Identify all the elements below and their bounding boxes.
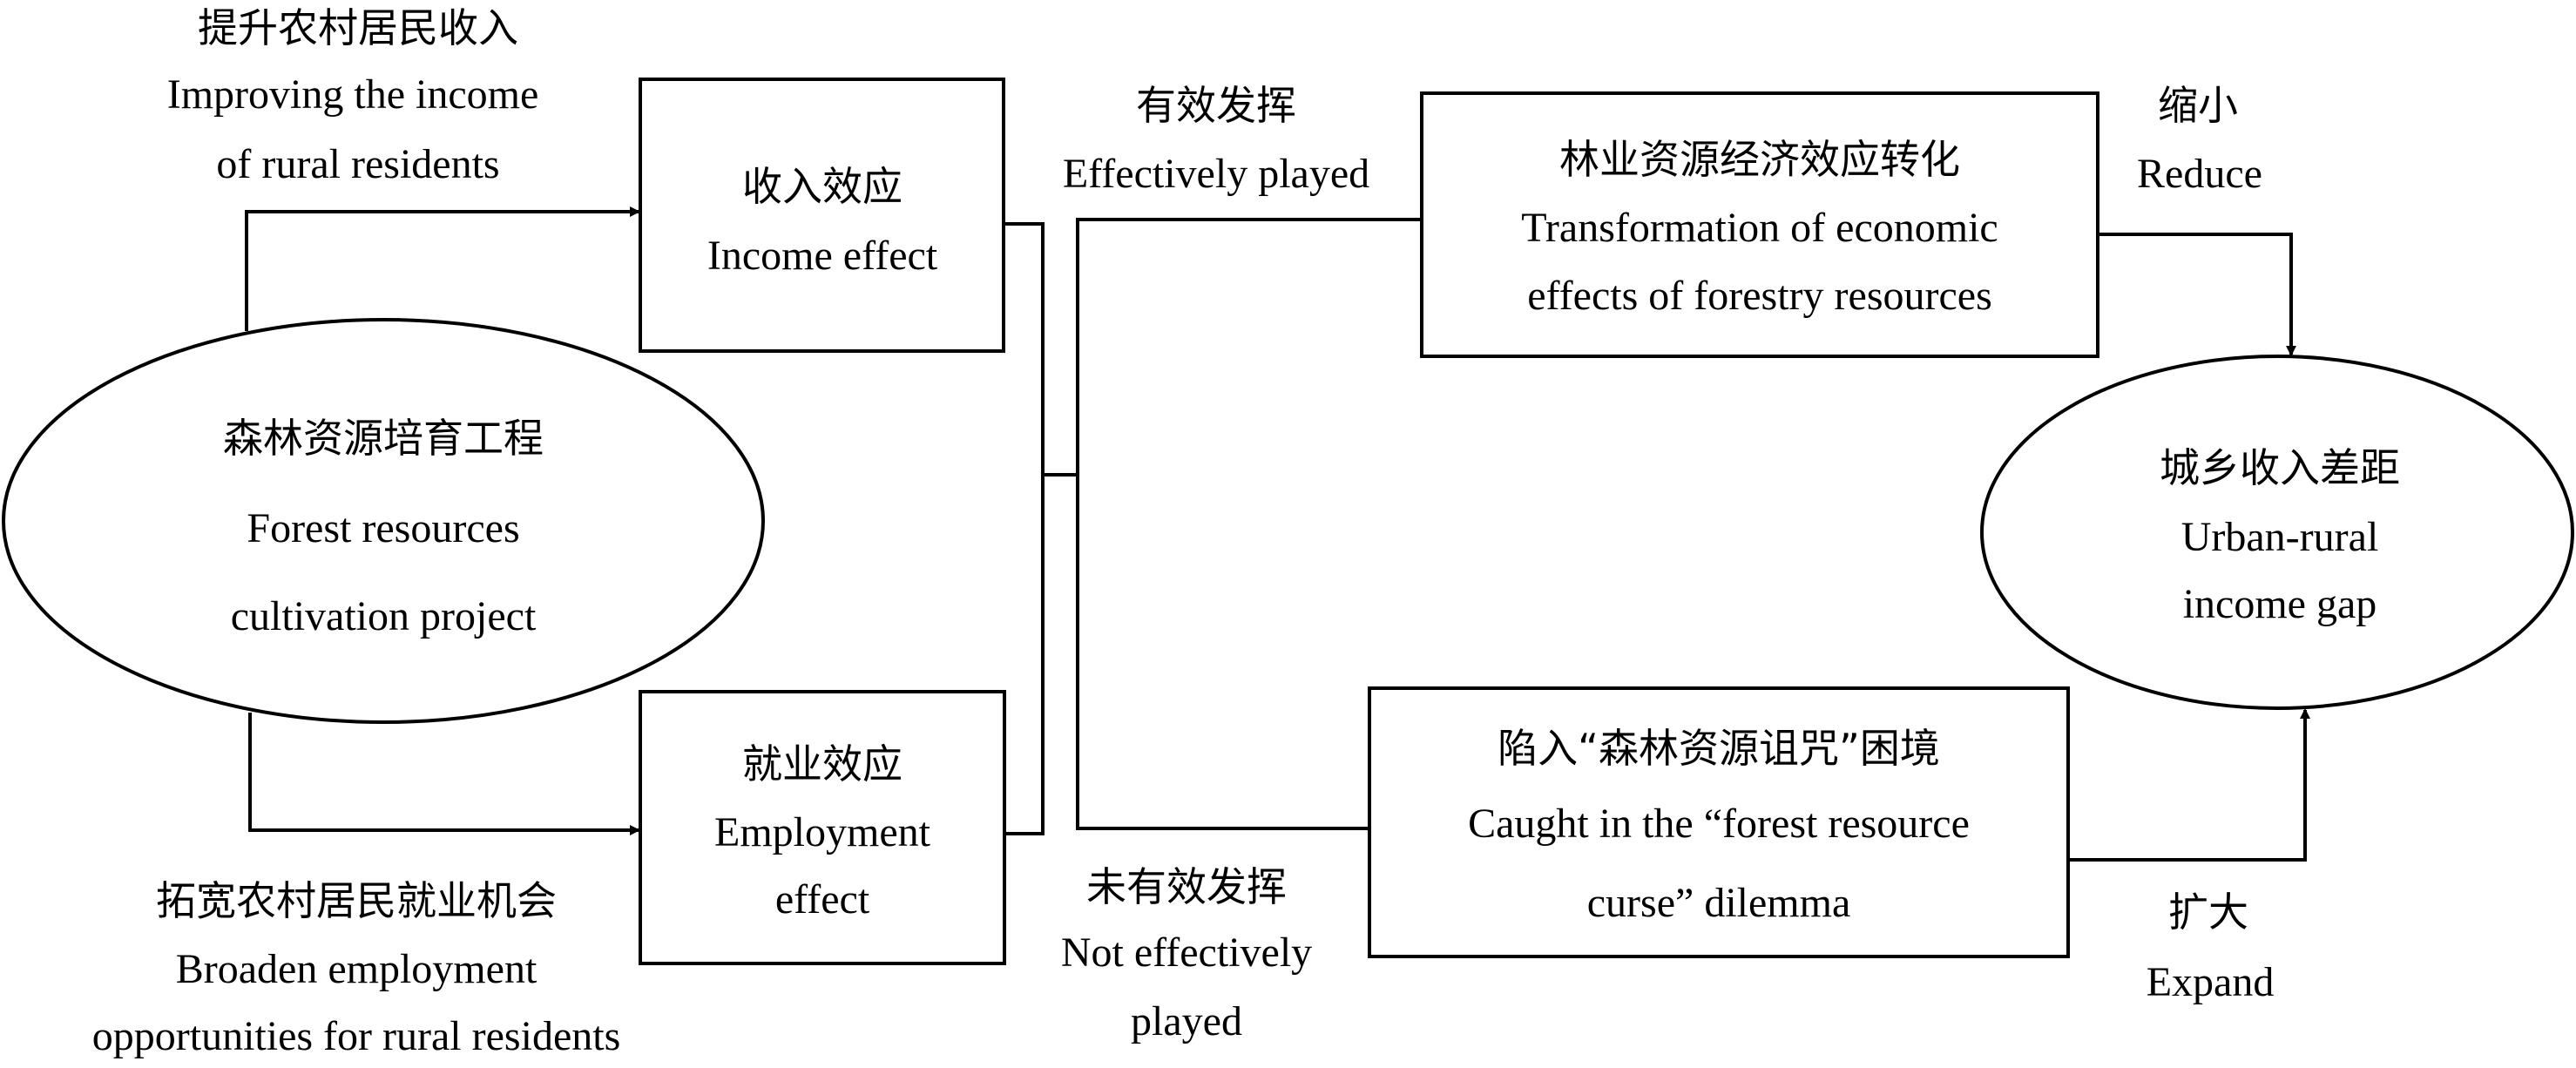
transformation-box	[1420, 91, 2099, 358]
edge-label-expand-en: Expand	[2146, 959, 2275, 1005]
edge-label-expand-zh: 扩大	[2168, 889, 2248, 936]
arrow-transformation-to-gap	[2098, 233, 2296, 356]
edge-label-not-effective-en1: Not effectively	[1060, 929, 1313, 976]
employment-effect-label-en1: Employment	[714, 809, 930, 855]
edge-label-reduce-en: Reduce	[2137, 151, 2262, 197]
source-ellipse	[2, 318, 765, 724]
edge-label-broaden-employment-zh: 拓宽农村居民就业机会	[156, 877, 557, 924]
gap-ellipse	[1980, 355, 2574, 710]
income-effect-box	[639, 78, 1005, 353]
edge-label-effective-en: Effectively played	[1062, 151, 1370, 197]
employment-effect-label-en2: effect	[774, 876, 870, 923]
curse-box	[1368, 686, 2070, 958]
curse-label-en1: Caught in the “forest resource	[1468, 801, 1970, 847]
gap-label-en1: Urban-rural	[2180, 514, 2379, 560]
edge-label-improve-income-en1: Improving the income	[166, 71, 539, 118]
edge-label-improve-income-en2: of rural residents	[216, 141, 500, 187]
edge-label-not-effective-zh: 未有效发挥	[1086, 863, 1287, 910]
source-label-zh: 森林资源培育工程	[223, 415, 544, 462]
connector-income-bracket	[1004, 222, 1045, 835]
employment-effect-box	[639, 690, 1006, 965]
edge-label-reduce-zh: 缩小	[2158, 82, 2238, 129]
source-label-en2: cultivation project	[230, 593, 537, 639]
transformation-label-en2: effects of forestry resources	[1527, 273, 1992, 319]
arrow-source-to-employment	[248, 713, 640, 835]
income-effect-label-en: Income effect	[707, 233, 938, 279]
income-effect-label-zh: 收入效应	[742, 163, 903, 210]
arrow-source-to-income	[245, 206, 640, 331]
edge-label-broaden-employment-en2: opportunities for rural residents	[91, 1013, 621, 1059]
transformation-label-en1: Transformation of economic	[1521, 205, 1998, 251]
connector-split	[1076, 218, 1422, 830]
edge-label-broaden-employment-en1: Broaden employment	[175, 946, 538, 992]
edge-label-not-effective-en2: played	[1131, 998, 1242, 1044]
employment-effect-label-zh: 就业效应	[742, 740, 903, 787]
transformation-label-zh: 林业资源经济效应转化	[1559, 136, 1960, 183]
gap-label-en2: income gap	[2182, 581, 2377, 627]
edge-label-effective-zh: 有效发挥	[1136, 82, 1296, 129]
gap-label-zh: 城乡收入差距	[2160, 444, 2400, 491]
source-label-en1: Forest resources	[247, 505, 520, 551]
curse-label-en2: curse” dilemma	[1586, 880, 1851, 926]
edge-label-improve-income-zh: 提升农村居民收入	[198, 4, 518, 51]
curse-label-zh: 陷入“森林资源诅咒”困境	[1498, 725, 1940, 772]
arrow-curse-to-gap	[2068, 708, 2310, 862]
